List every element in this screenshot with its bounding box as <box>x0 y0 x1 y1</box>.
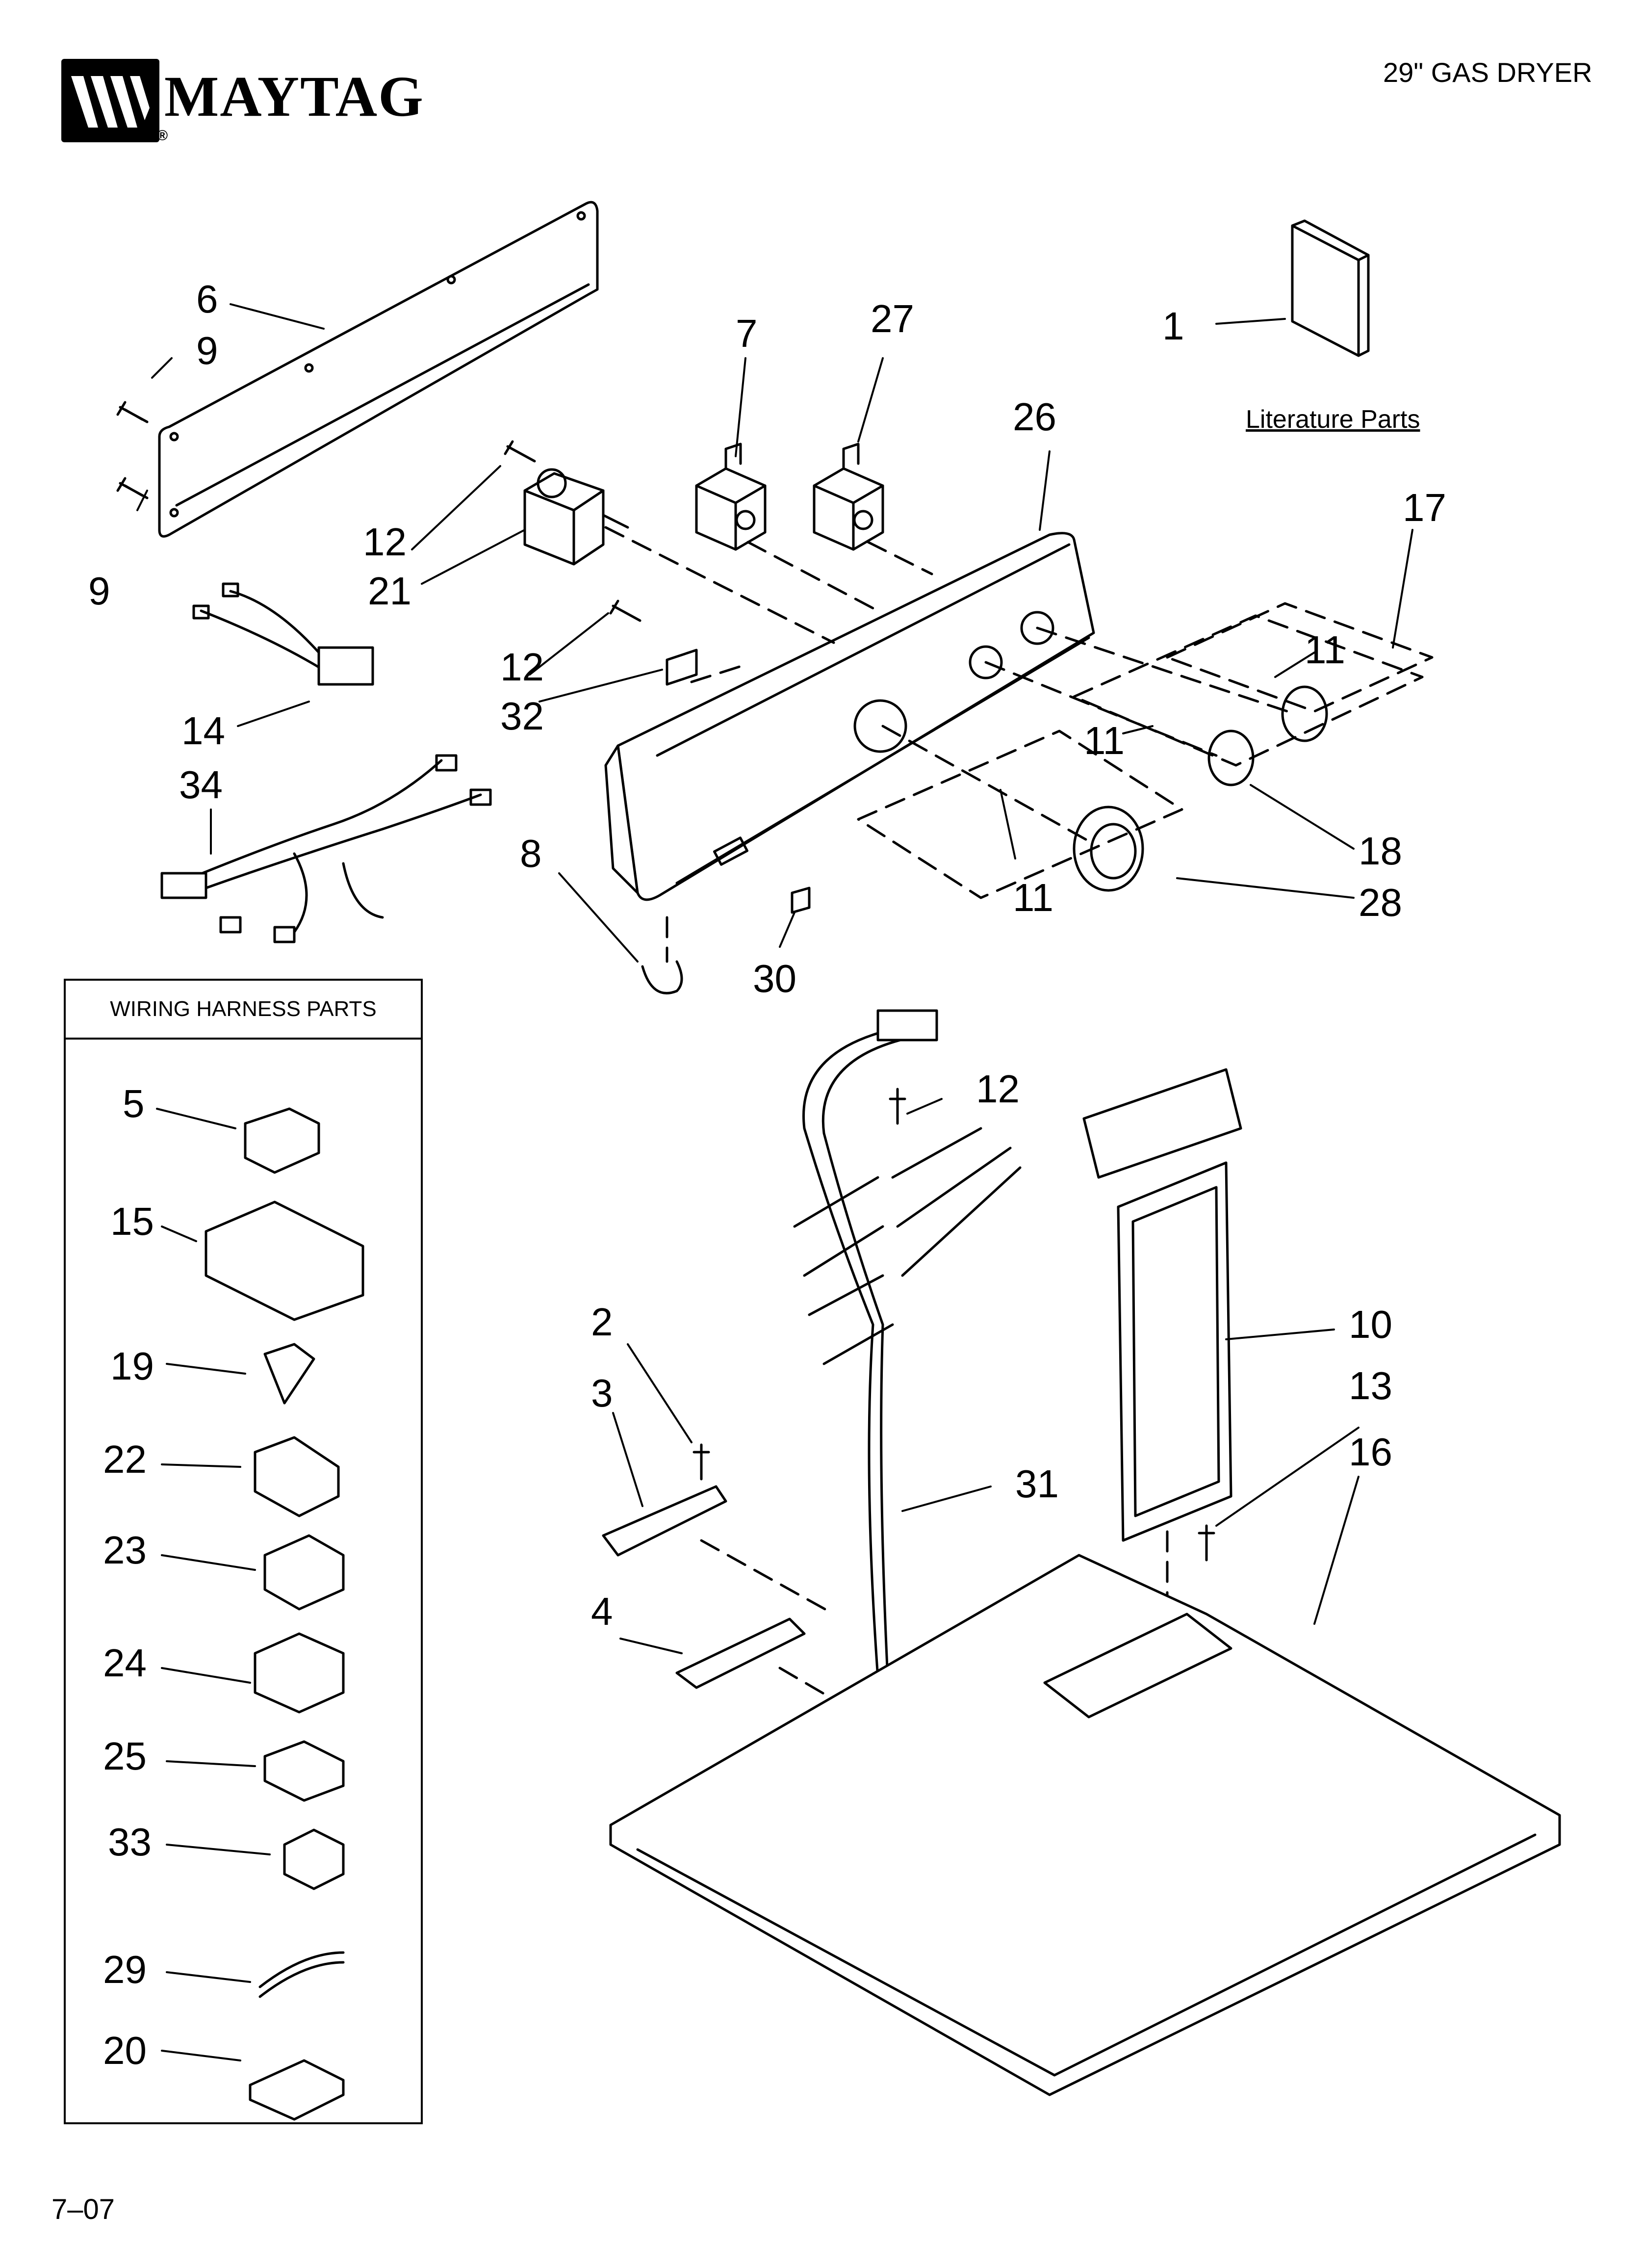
harness-31 <box>793 1009 1022 1679</box>
clip-8 <box>641 960 683 994</box>
callout-24: 24 <box>103 1641 147 1685</box>
screw-icon <box>504 440 1215 1562</box>
callout-8: 8 <box>520 832 542 875</box>
registered-mark: ® <box>157 128 168 144</box>
switch-27 <box>813 443 884 551</box>
literature-parts-label: Literature Parts <box>1246 405 1420 434</box>
callout-11c: 11 <box>1013 876 1054 919</box>
literature-book <box>1291 219 1370 357</box>
leader-arrows <box>136 303 1413 2061</box>
callout-14: 14 <box>181 709 225 753</box>
timer <box>523 468 629 566</box>
wiring-harness-heading: WIRING HARNESS PARTS <box>66 981 421 1040</box>
callout-12c: 12 <box>976 1067 1020 1111</box>
bracket-3 <box>602 1485 727 1557</box>
rear-panel <box>158 201 599 538</box>
harness-34 <box>160 754 492 943</box>
callout-10: 10 <box>1349 1303 1392 1346</box>
callout-22: 22 <box>103 1437 147 1481</box>
callout-11b: 11 <box>1084 719 1125 762</box>
harness-part-icons <box>205 1107 364 2121</box>
maytag-logo-icon <box>61 59 159 142</box>
maytag-logo: MAYTAG ® <box>61 59 423 147</box>
callout-13: 13 <box>1349 1364 1392 1408</box>
callout-4: 4 <box>591 1590 613 1633</box>
callout-30: 30 <box>753 957 796 1000</box>
callout-21: 21 <box>368 569 411 613</box>
callout-9a: 9 <box>196 329 218 372</box>
callout-28: 28 <box>1359 881 1402 924</box>
callout-29: 29 <box>103 1948 147 1991</box>
callout-3: 3 <box>591 1371 613 1415</box>
switch-7 <box>695 443 767 551</box>
callout-27: 27 <box>871 297 914 340</box>
control-console <box>604 532 1095 901</box>
callout-31: 31 <box>1015 1462 1059 1506</box>
wiring-harness-panel: WIRING HARNESS PARTS <box>64 979 423 2124</box>
callout-18: 18 <box>1359 829 1402 873</box>
brand-name: MAYTAG <box>164 64 424 129</box>
lint-filter <box>1082 1068 1242 1542</box>
bracket-4 <box>675 1617 806 1689</box>
callout-12b: 12 <box>500 645 544 689</box>
callout-5: 5 <box>123 1082 145 1125</box>
callout-32: 32 <box>500 694 544 738</box>
callout-1: 1 <box>1162 304 1184 348</box>
callout-25: 25 <box>103 1734 147 1778</box>
callout-7: 7 <box>736 312 758 355</box>
callout-12a: 12 <box>363 520 407 564</box>
top-panel <box>609 1554 1561 2096</box>
document-title: 29" GAS DRYER <box>1383 57 1592 88</box>
callout-19: 19 <box>110 1344 154 1388</box>
page-code: 7–07 <box>51 2193 115 2225</box>
label-30 <box>791 886 811 914</box>
callout-26: 26 <box>1013 395 1056 439</box>
callout-17: 17 <box>1403 486 1446 529</box>
callout-16: 16 <box>1349 1430 1392 1474</box>
callout-33: 33 <box>108 1820 152 1864</box>
callout-2: 2 <box>591 1300 613 1344</box>
clip-32 <box>666 649 698 686</box>
knob-icon <box>1073 685 1328 892</box>
callout-34: 34 <box>179 763 223 807</box>
callout-23: 23 <box>103 1528 147 1572</box>
screw-icon <box>116 401 149 499</box>
callout-20: 20 <box>103 2029 147 2072</box>
assembly-lines <box>604 526 1434 1704</box>
callout-15: 15 <box>110 1199 154 1243</box>
callout-6: 6 <box>196 277 218 321</box>
harness-14 <box>192 582 374 686</box>
callout-9b: 9 <box>88 569 110 613</box>
callout-11a: 11 <box>1305 628 1346 672</box>
